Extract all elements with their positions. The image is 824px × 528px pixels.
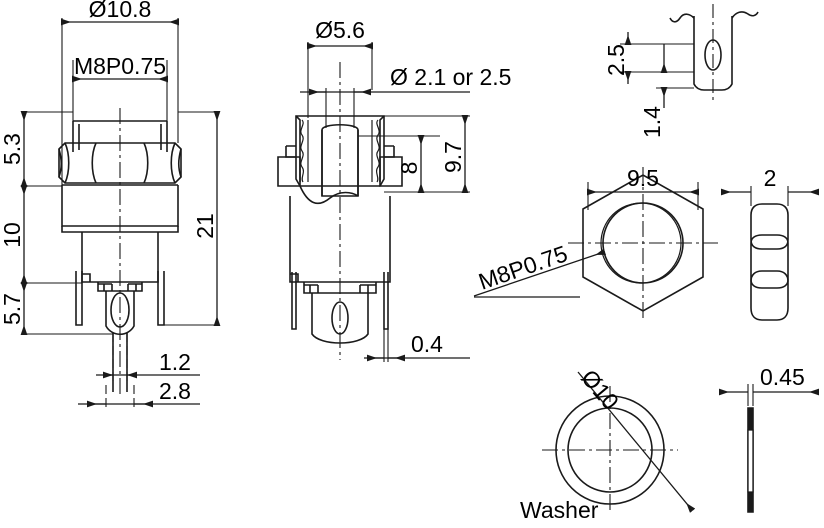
dim-nut-height: 5.3	[0, 133, 25, 165]
hex-nut-geometry	[568, 167, 718, 319]
dim-body-height: 10	[0, 222, 25, 248]
label-washer: Washer	[520, 497, 599, 523]
hex-nut-dimensions	[473, 182, 699, 298]
dim-overall-diameter: Ø10.8	[89, 0, 152, 22]
washer-side-geometry	[747, 407, 754, 513]
label-thread-hexnut: M8P0.75	[475, 240, 571, 295]
dim-pin-spacing: 2.8	[159, 378, 191, 404]
washer-dimensions	[577, 371, 696, 513]
front-view-geometry	[58, 108, 182, 398]
dim-washer-thickness: 0.45	[760, 364, 805, 390]
dim-washer-diameter: Ø10	[576, 365, 624, 415]
dim-thread-length: 8	[396, 162, 422, 175]
washer-side-dimensions	[719, 384, 819, 406]
side-view-dimensions	[300, 42, 470, 362]
pin-detail-geometry	[669, 4, 759, 102]
washer-geometry	[542, 386, 678, 514]
dim-pin-length: 5.7	[0, 293, 25, 325]
dim-pin-thickness: 0.4	[411, 331, 443, 357]
hex-nut-side-dimensions	[721, 186, 819, 206]
dim-plunger-diameter: Ø5.6	[315, 17, 365, 43]
dim-total-height: 21	[192, 213, 218, 239]
dim-slot-height: 2.5	[603, 44, 629, 76]
dim-thread-front: M8P0.75	[74, 53, 166, 79]
dim-bushing-height: 9.7	[440, 141, 466, 173]
hex-nut-side-geometry	[750, 203, 789, 321]
dim-across-flats: 9.5	[627, 165, 659, 191]
dim-pin-width: 1.2	[159, 349, 191, 375]
side-view-geometry	[277, 62, 403, 360]
dim-slot-offset: 1.4	[639, 106, 665, 138]
dim-nut-thickness: 2	[764, 165, 777, 191]
pin-detail-dimensions	[620, 32, 694, 108]
front-view-dimensions	[20, 18, 221, 408]
dim-hole-diameter: Ø 2.1 or 2.5	[390, 64, 511, 90]
